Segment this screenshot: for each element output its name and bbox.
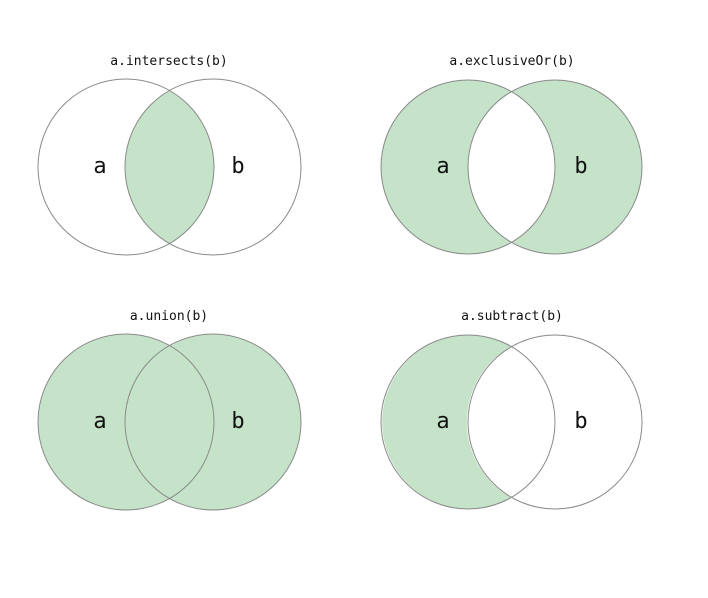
set-a-circle bbox=[380, 334, 556, 510]
set-b-label: b bbox=[231, 409, 244, 434]
set-b-label: b bbox=[231, 154, 244, 179]
set-b-label: b bbox=[574, 409, 587, 434]
set-a-label: a bbox=[436, 154, 449, 179]
subtraction-region bbox=[382, 335, 512, 509]
set-a-label: a bbox=[93, 409, 106, 434]
set-a-label: a bbox=[436, 409, 449, 434]
set-b-label: b bbox=[574, 154, 587, 179]
panel-title: a.union(b) bbox=[130, 309, 208, 324]
panel-exclusive-or: a.exclusiveOr(b) a b bbox=[380, 54, 643, 255]
panel-title: a.subtract(b) bbox=[461, 309, 563, 324]
set-b-circle bbox=[124, 78, 302, 256]
set-a-circle bbox=[37, 78, 215, 256]
union-region bbox=[38, 334, 301, 510]
set-b-circle bbox=[467, 79, 643, 255]
panel-title: a.exclusiveOr(b) bbox=[449, 54, 574, 69]
set-a-label: a bbox=[93, 154, 106, 179]
panel-title: a.intersects(b) bbox=[110, 54, 227, 69]
set-b-circle bbox=[124, 333, 302, 511]
panel-union: a.union(b) a b bbox=[37, 309, 302, 511]
panel-intersects: a.intersects(b) a b bbox=[37, 54, 302, 256]
exclusive-or-region bbox=[381, 80, 642, 254]
panel-subtract: a.subtract(b) a b bbox=[380, 309, 643, 510]
set-a-circle bbox=[37, 333, 215, 511]
set-b-circle bbox=[467, 334, 643, 510]
set-a-circle bbox=[380, 79, 556, 255]
intersection-region bbox=[124, 91, 215, 243]
